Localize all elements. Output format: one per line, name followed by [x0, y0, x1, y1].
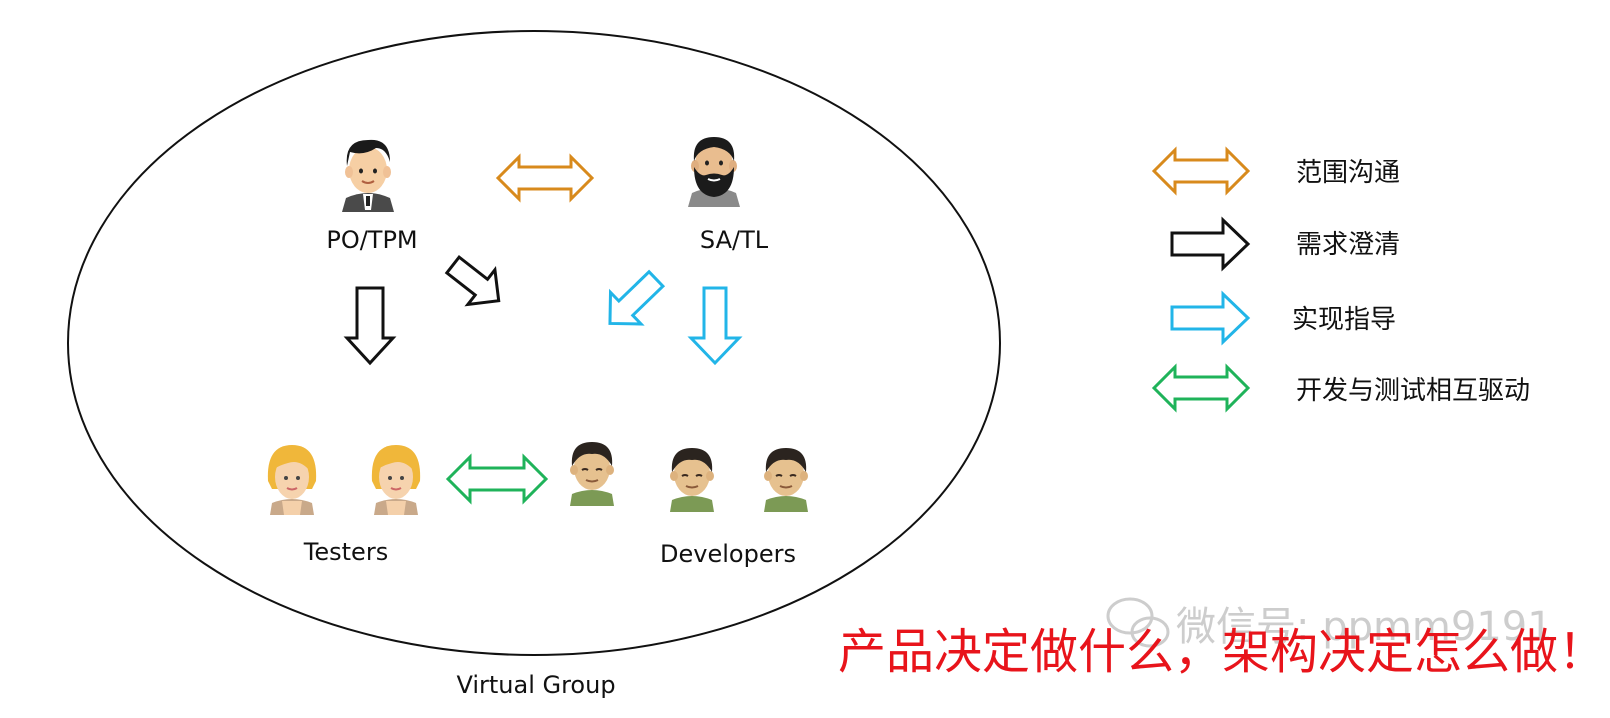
tester-avatar: [370, 444, 422, 516]
scope-communication-arrow: [495, 153, 595, 203]
guide-arrow-down: [687, 286, 743, 366]
po-tpm-avatar: [341, 138, 395, 213]
developer-avatar: [669, 447, 715, 513]
legend-item-label: 开发与测试相互驱动: [1296, 376, 1530, 406]
dev-test-drive-arrow: [445, 453, 549, 505]
virtual-group-label: Virtual Group: [456, 671, 615, 699]
guide-arrow-diagonal: [608, 269, 666, 326]
legend-item-label: 需求澄清: [1296, 230, 1400, 260]
developer-avatar: [763, 447, 809, 513]
virtual-group-ellipse: [67, 30, 1001, 656]
developer-avatar: [569, 441, 615, 507]
legend: 范围沟通 需求澄清 实现指导 开发与测试相互驱动: [1151, 146, 1530, 413]
sa-tl-label: SA/TL: [700, 226, 769, 254]
sa-tl-avatar: [687, 136, 741, 208]
legend-double-arrow-icon: [1151, 363, 1251, 413]
slogan: 产品决定做什么，架构决定怎么做！: [838, 624, 1606, 680]
watermark-text: 微信号: ppmm9191: [1176, 604, 1553, 650]
legend-item-label: 实现指导: [1292, 305, 1396, 335]
testers-label: Testers: [303, 538, 388, 566]
legend-item-label: 范围沟通: [1296, 158, 1400, 188]
legend-double-arrow-icon: [1151, 146, 1251, 196]
tester-avatar: [266, 444, 318, 516]
legend-right-arrow-icon: [1170, 290, 1251, 346]
wechat-icon: [1106, 597, 1170, 648]
wechat-watermark: 微信号: ppmm9191: [1106, 597, 1553, 650]
clarify-arrow-diagonal: [444, 255, 501, 307]
legend-right-arrow-icon: [1170, 216, 1251, 272]
clarify-arrow-down: [343, 286, 397, 366]
po-tpm-label: PO/TPM: [326, 226, 417, 254]
developers-label: Developers: [660, 540, 796, 568]
